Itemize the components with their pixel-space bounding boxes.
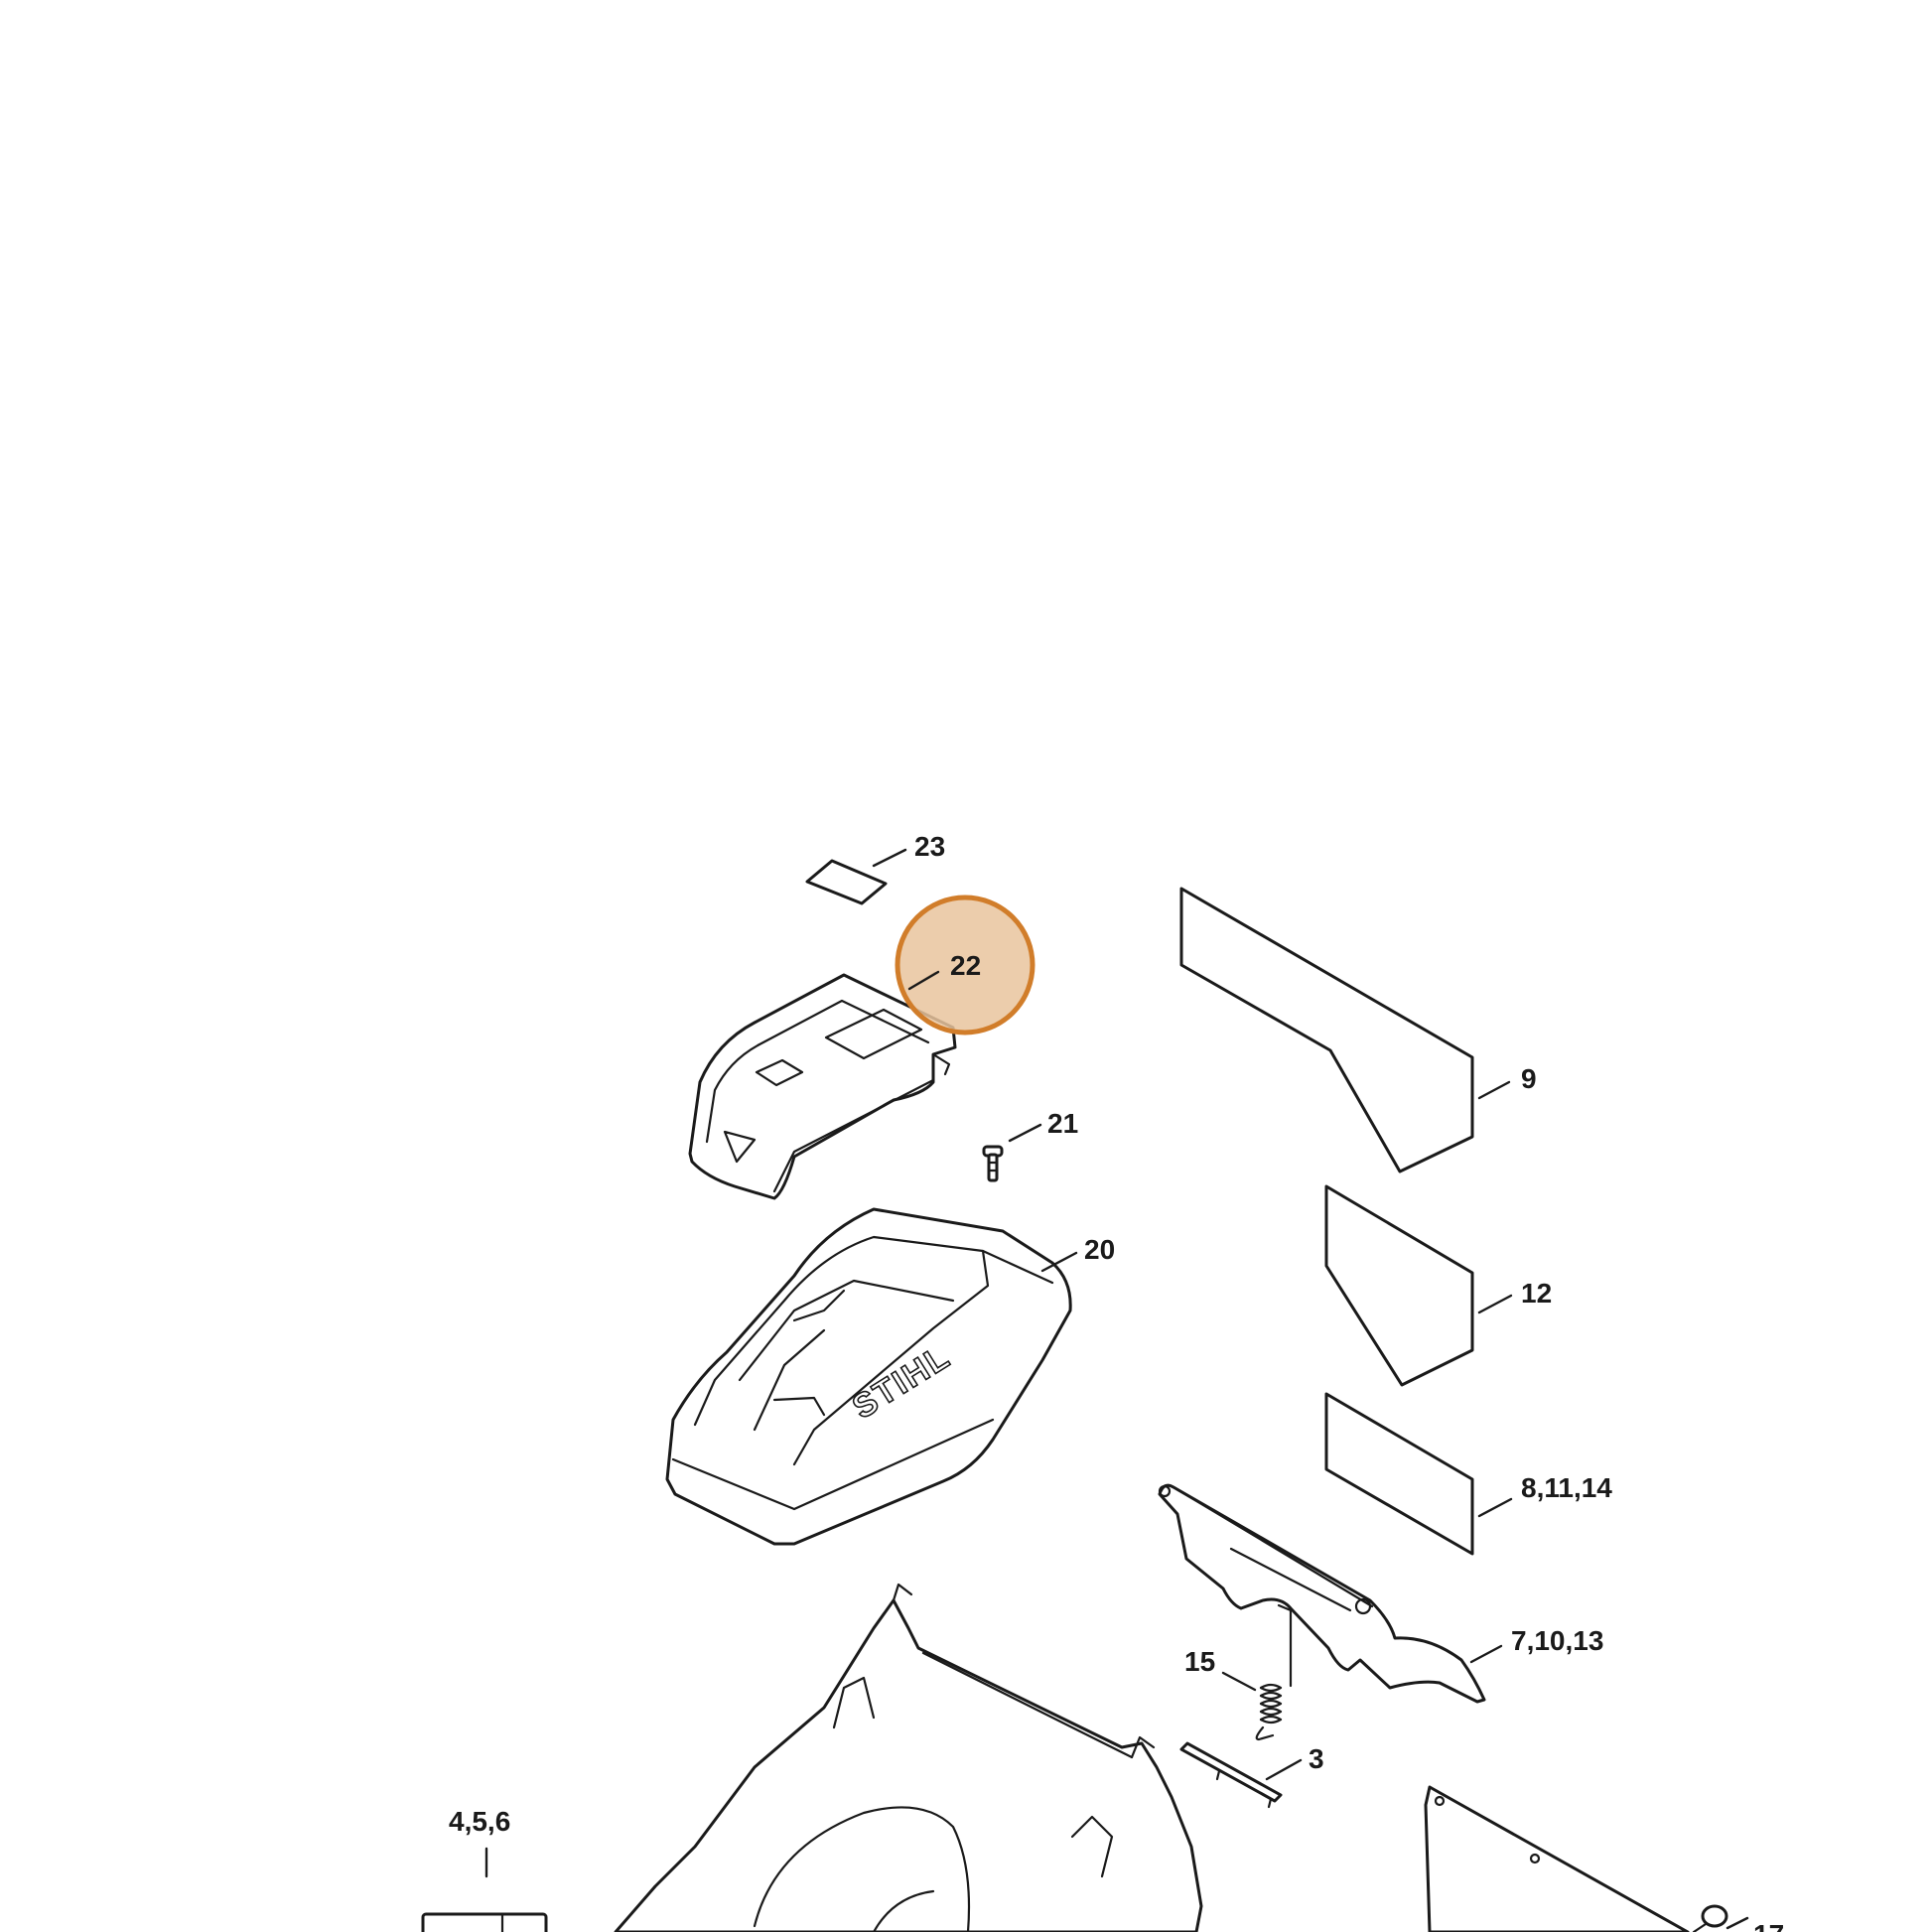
- part-22-cover[interactable]: [688, 973, 957, 1200]
- leader-20: [1040, 1251, 1078, 1273]
- callout-12[interactable]: 12: [1521, 1278, 1552, 1309]
- part-20-housing[interactable]: STIHL: [665, 1207, 1072, 1546]
- leader-7-10-13: [1469, 1644, 1503, 1664]
- leader-23: [872, 848, 907, 868]
- part-21-screw[interactable]: [982, 1145, 1004, 1182]
- leader-22-inner: [907, 970, 940, 991]
- mower-deck[interactable]: [614, 1583, 1203, 1932]
- bottom-plate[interactable]: [1424, 1785, 1690, 1932]
- callout-21[interactable]: 21: [1047, 1108, 1078, 1139]
- callout-15[interactable]: 15: [1184, 1646, 1215, 1677]
- callout-23[interactable]: 23: [914, 831, 945, 862]
- callout-20[interactable]: 20: [1084, 1234, 1115, 1265]
- leader-21: [1008, 1123, 1042, 1143]
- part-23-label-plate[interactable]: [805, 859, 888, 905]
- leader-8-11-14: [1477, 1497, 1513, 1518]
- part-9-panel[interactable]: [1179, 887, 1474, 1173]
- part-17-screw[interactable]: [1692, 1904, 1728, 1932]
- leader-9: [1477, 1080, 1511, 1100]
- callout-17[interactable]: 17: [1753, 1919, 1784, 1932]
- part-7-10-13-flap[interactable]: [1158, 1483, 1486, 1704]
- part-15-spring[interactable]: [1255, 1603, 1293, 1741]
- part-3-bracket[interactable]: [1179, 1741, 1283, 1809]
- callout-9[interactable]: 9: [1521, 1063, 1537, 1094]
- leader-12: [1477, 1294, 1513, 1314]
- leader-3: [1265, 1758, 1303, 1781]
- highlight-marker-22[interactable]: [895, 895, 1035, 1035]
- leader-17: [1725, 1916, 1749, 1930]
- part-12-panel[interactable]: [1324, 1184, 1474, 1387]
- callout-8-11-14[interactable]: 8,11,14: [1521, 1472, 1612, 1503]
- part-8-11-14-panel[interactable]: [1324, 1392, 1474, 1556]
- part-4-5-6-decal[interactable]: [421, 1912, 548, 1932]
- callout-3[interactable]: 3: [1309, 1743, 1324, 1774]
- callout-4-5-6[interactable]: 4,5,6: [449, 1806, 510, 1837]
- callout-22[interactable]: 22: [950, 950, 981, 981]
- callout-7-10-13[interactable]: 7,10,13: [1511, 1625, 1603, 1656]
- leader-15: [1221, 1671, 1257, 1692]
